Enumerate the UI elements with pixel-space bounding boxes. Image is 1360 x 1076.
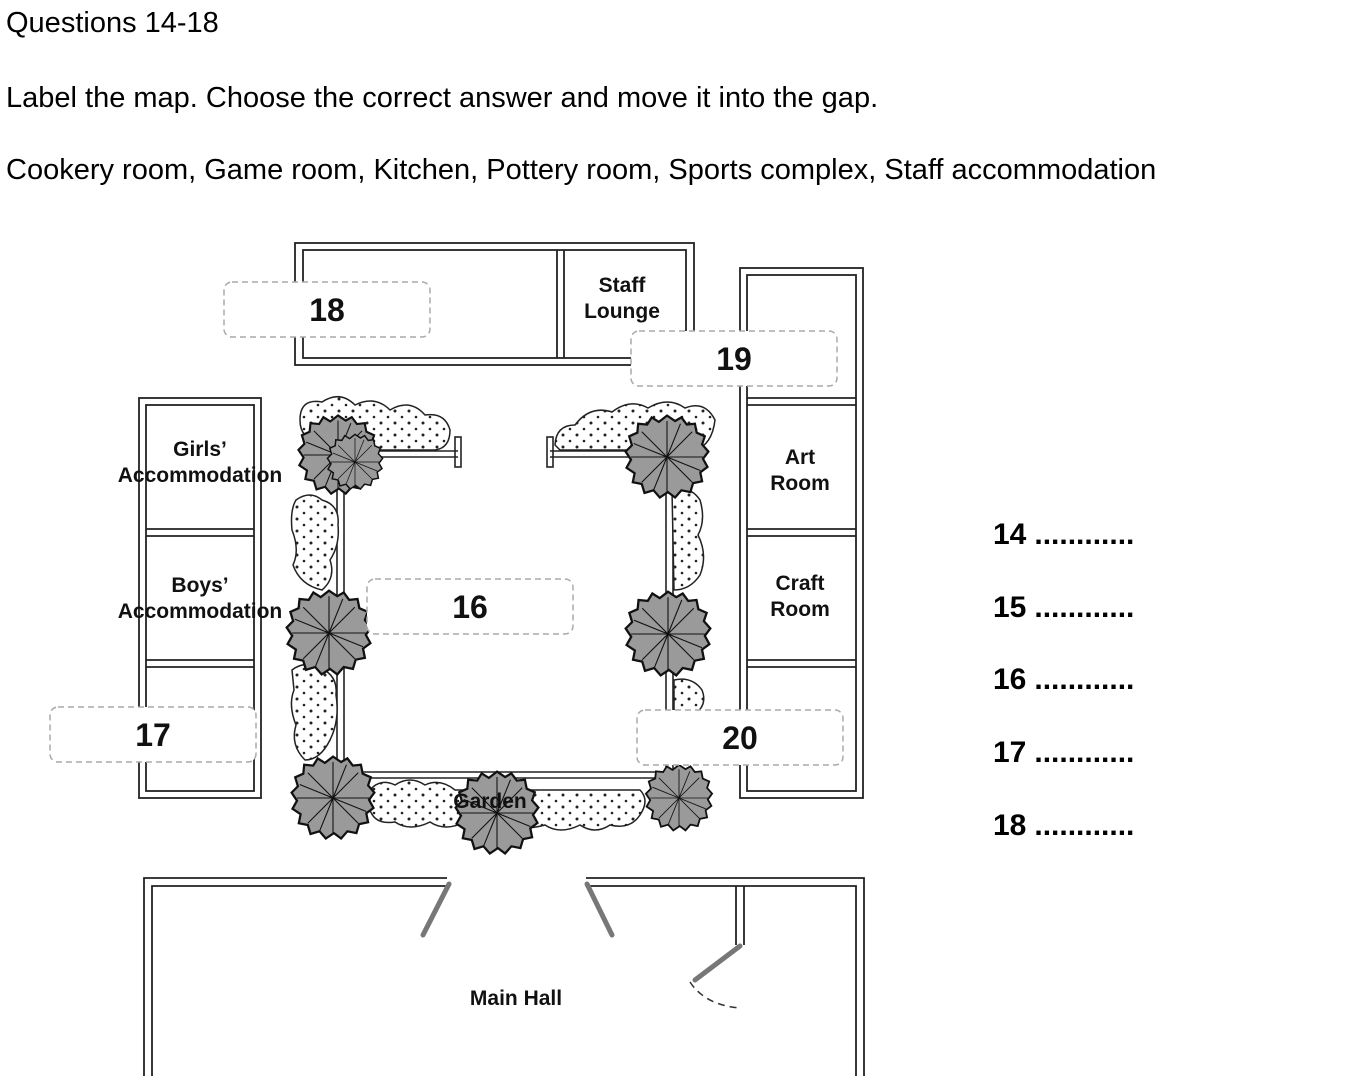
boys-accommodation-label: Boys’	[171, 574, 228, 597]
answer-blank[interactable]: ............	[1034, 663, 1135, 696]
right-building-outline	[739, 267, 864, 799]
gap-17-number: 17	[135, 717, 171, 753]
art-room-label-2: Room	[770, 472, 830, 495]
garden-label: Garden	[453, 790, 527, 813]
gap-19[interactable]: 19	[630, 330, 838, 387]
answer-blank[interactable]: ............	[1034, 518, 1135, 551]
gap-17[interactable]: 17	[49, 706, 257, 763]
answer-number: 18	[993, 809, 1027, 842]
tree-icon	[285, 589, 373, 676]
answer-row-14[interactable]: 14............	[993, 520, 1134, 550]
door-swing	[689, 981, 741, 1009]
answer-row-15[interactable]: 15............	[993, 593, 1134, 623]
tree-icon	[644, 763, 714, 832]
main-hall-label: Main Hall	[470, 987, 562, 1010]
trees	[285, 414, 714, 855]
answer-blank[interactable]: ............	[1034, 591, 1135, 624]
craft-room-label: Craft	[775, 572, 824, 595]
answer-number: 16	[993, 663, 1027, 696]
art-room-label: Art	[785, 446, 815, 469]
page-title: Questions 14-18	[6, 7, 219, 39]
buildings	[138, 242, 865, 1076]
doors	[420, 881, 743, 983]
gap-19-number: 19	[716, 341, 752, 377]
answer-blank[interactable]: ............	[1034, 809, 1135, 842]
answer-number: 14	[993, 518, 1027, 551]
instruction-text: Label the map. Choose the correct answer…	[6, 82, 879, 114]
gap-20-number: 20	[722, 720, 758, 756]
craft-room-label-2: Room	[770, 598, 830, 621]
answer-number: 15	[993, 591, 1027, 624]
gap-18[interactable]: 18	[223, 281, 431, 338]
girls-accommodation-label-2: Accommodation	[118, 464, 283, 487]
answer-blank[interactable]: ............	[1034, 736, 1135, 769]
answer-row-17[interactable]: 17............	[993, 738, 1134, 768]
girls-accommodation-label: Girls’	[173, 438, 227, 461]
staff-lounge-label: Staff	[599, 274, 647, 297]
gap-16[interactable]: 16	[366, 578, 574, 635]
tree-icon	[624, 414, 710, 499]
gap-18-number: 18	[309, 292, 345, 328]
gap-20[interactable]: 20	[636, 709, 844, 766]
staff-lounge-label-2: Lounge	[584, 300, 660, 323]
tree-icon	[624, 590, 712, 677]
gap-16-number: 16	[452, 589, 488, 625]
boys-accommodation-label-2: Accommodation	[118, 600, 283, 623]
tree-icon	[290, 755, 376, 840]
answer-options: Cookery room, Game room, Kitchen, Potter…	[6, 154, 1157, 186]
answer-row-16[interactable]: 16............	[993, 665, 1134, 695]
answer-row-18[interactable]: 18............	[993, 811, 1134, 841]
left-building-outline	[138, 397, 262, 799]
answer-number: 17	[993, 736, 1027, 769]
